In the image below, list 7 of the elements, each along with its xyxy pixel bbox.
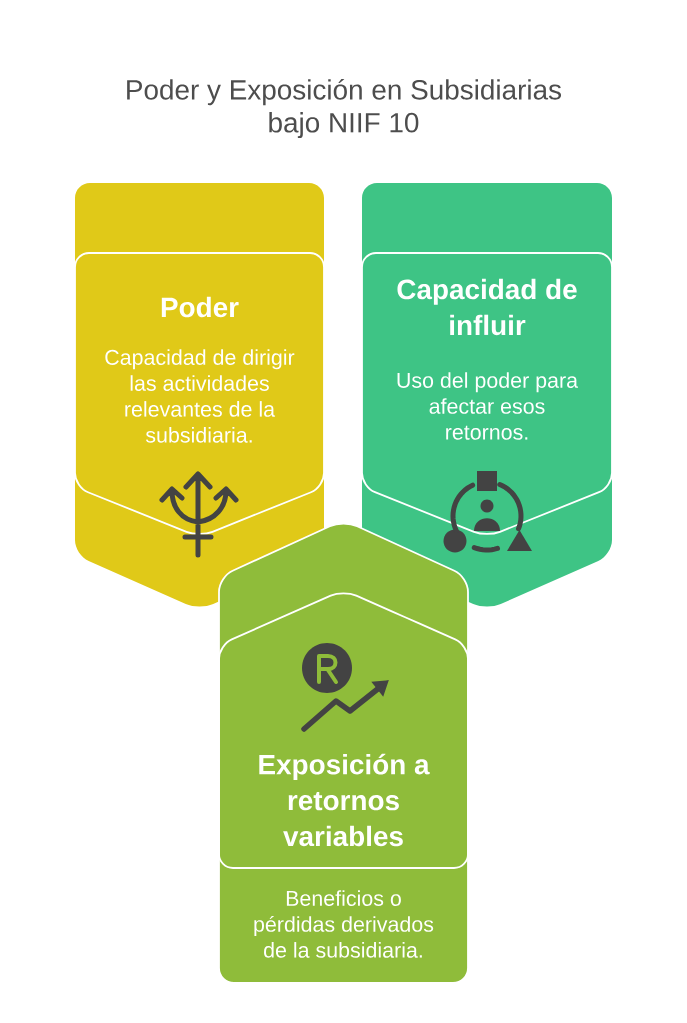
description: Capacidad de dirigir las actividades relevantes de la subsidiaria. [105,349,295,443]
heading: Exposición a retornos variables [259,753,430,847]
description: Beneficios o pérdidas derivados de la subsidiaria. [254,890,434,958]
heading: Poder [161,296,239,318]
title: Poder y Exposición en Subsidiarias bajo NIIF 10 [127,78,561,139]
heading: Capacidad de influir [397,278,577,336]
description: Uso del poder para afectar esos retornos. [397,372,579,440]
